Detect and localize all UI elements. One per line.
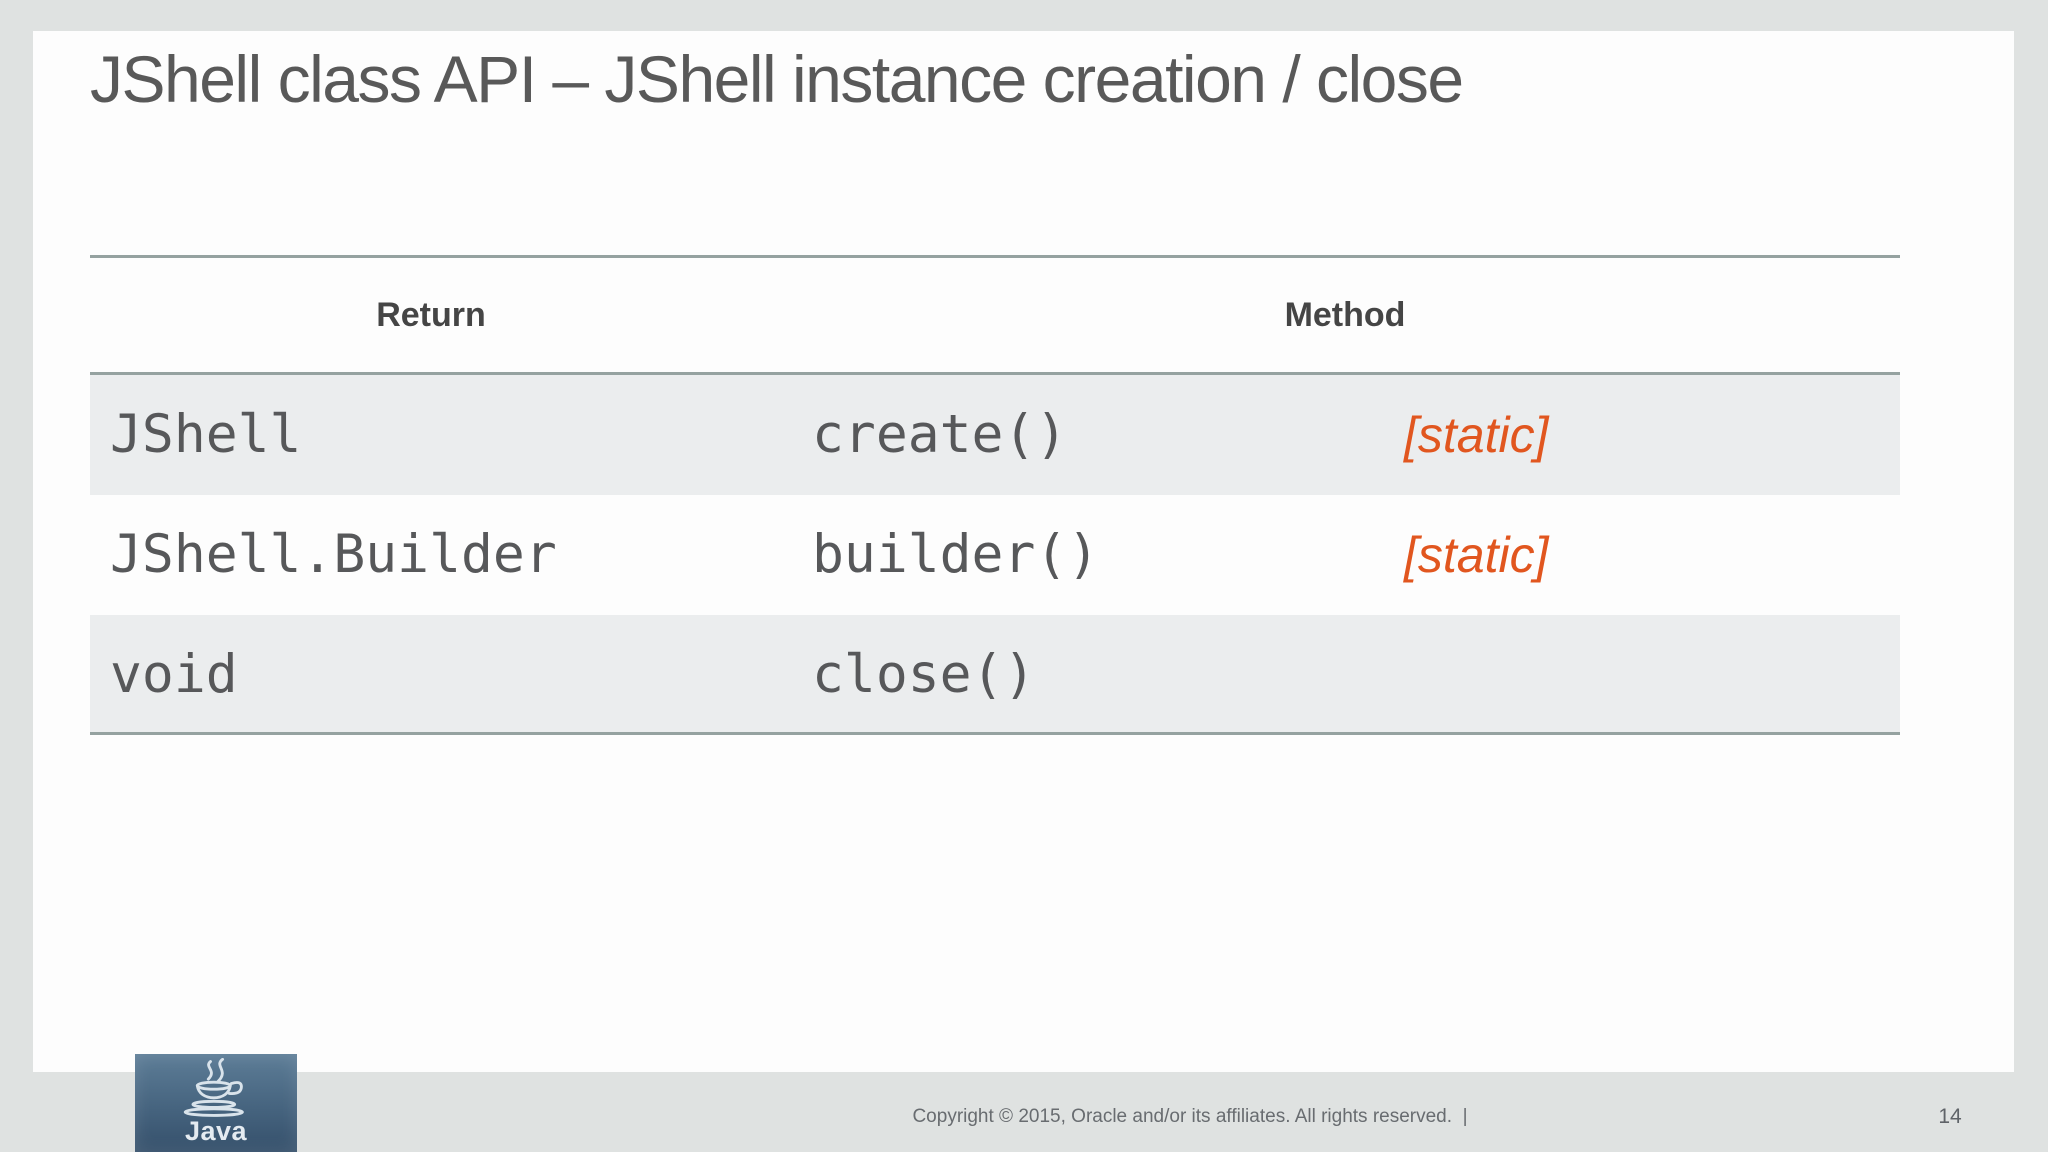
return-type-cell: JShell [110, 404, 302, 465]
column-header-method: Method [1284, 296, 1406, 334]
method-cell: close() [812, 644, 1036, 705]
table-row: void close() [90, 615, 1900, 735]
page-number: 14 [1938, 1105, 1962, 1128]
java-cup-icon [183, 1058, 244, 1117]
java-logo: Java [135, 1054, 297, 1152]
return-type-cell: void [110, 644, 238, 705]
static-modifier: [static] [1404, 527, 1549, 583]
slide-title: JShell class API – JShell instance creat… [90, 42, 1464, 116]
table-header-row: Return Method [90, 255, 1900, 375]
static-modifier: [static] [1404, 407, 1549, 463]
method-cell: builder() [812, 524, 1100, 585]
api-table: Return Method JShell create() [static] J… [90, 255, 1900, 735]
footer-copyright: Copyright © 2015, Oracle and/or its affi… [912, 1106, 1468, 1127]
table-row: JShell create() [static] [90, 375, 1900, 495]
column-header-return: Return [376, 296, 486, 334]
method-cell: create() [812, 404, 1068, 465]
java-logo-label: Java [184, 1116, 248, 1146]
table-row: JShell.Builder builder() [static] [90, 495, 1900, 615]
slide: JShell class API – JShell instance creat… [33, 31, 2014, 1072]
return-type-cell: JShell.Builder [110, 524, 557, 585]
